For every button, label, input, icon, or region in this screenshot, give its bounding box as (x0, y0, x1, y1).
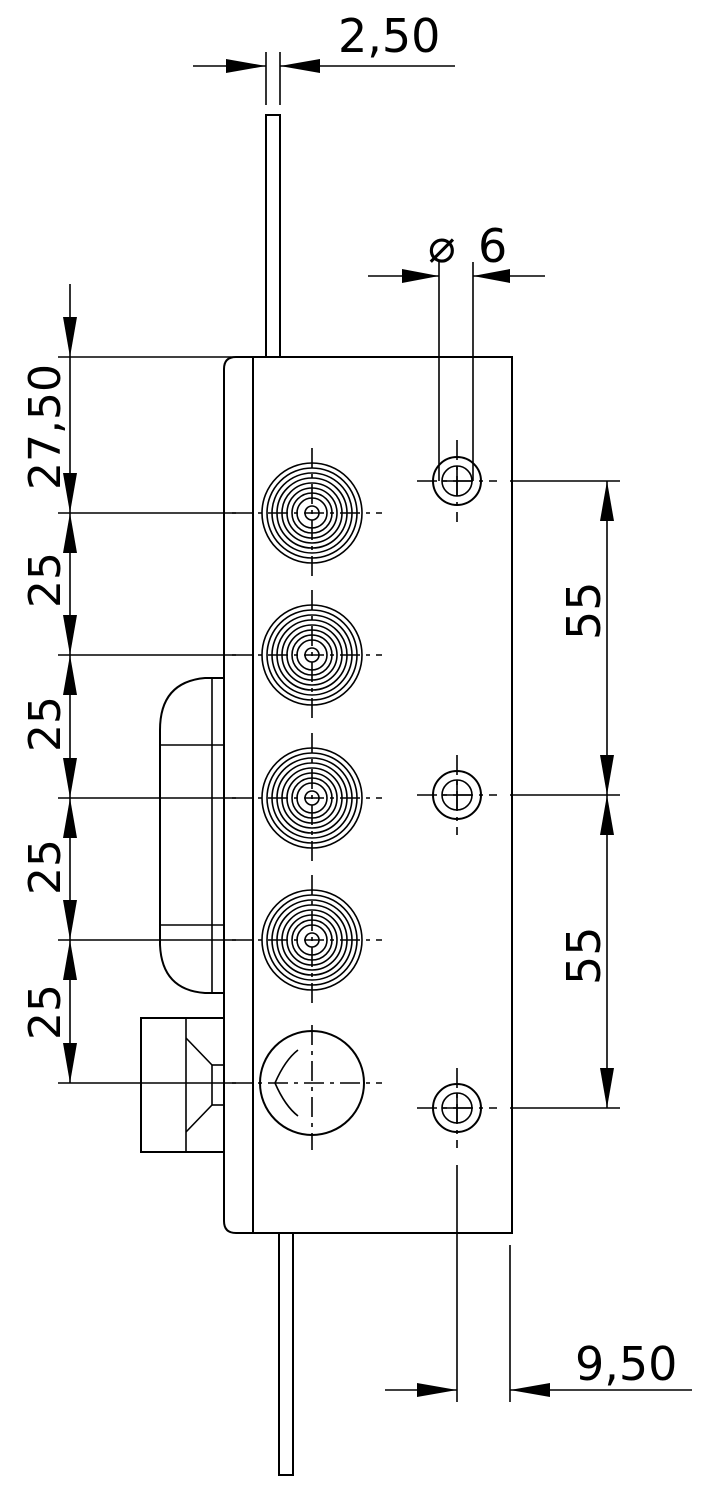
fixing-holes (417, 440, 497, 1148)
dim-hole-diameter: ⌀ 6 (368, 219, 545, 481)
dim-label-hole-spacing-lower: 55 (557, 926, 611, 985)
dim-label-pitch-4: 25 (20, 984, 71, 1040)
dim-hole-edge-offset: 9,50 (385, 1165, 692, 1402)
dim-left-chain: 27,50 25 25 25 25 (20, 284, 236, 1084)
dim-label-pitch-3: 25 (20, 839, 71, 895)
deadbolt (140, 1017, 225, 1153)
dim-label-diameter-symbol: ⌀ (428, 219, 456, 273)
dim-label-hole-diameter: 6 (478, 219, 507, 273)
dim-label-hole-edge-offset: 9,50 (575, 1337, 677, 1391)
dim-label-top-offset: 27,50 (20, 364, 71, 490)
cylinder-rings (261, 462, 363, 991)
dim-label-pitch-2: 25 (20, 696, 71, 752)
bottom-strip (278, 1232, 294, 1476)
deadbolt-outline (140, 1017, 225, 1153)
top-strip (265, 114, 281, 358)
latch-bolt (159, 677, 224, 994)
dim-label-plate-thickness: 2,50 (338, 9, 440, 63)
dim-plate-thickness: 2,50 (193, 9, 455, 105)
dim-label-pitch-1: 25 (20, 552, 71, 608)
faceplate (223, 114, 513, 1476)
dim-label-hole-spacing-upper: 55 (557, 581, 611, 640)
lock-case-outline (223, 356, 513, 1234)
cylinder-centerlines (232, 448, 382, 1150)
dim-right-chain: 55 55 (510, 480, 620, 1109)
latch-bolt-outline (159, 677, 224, 994)
